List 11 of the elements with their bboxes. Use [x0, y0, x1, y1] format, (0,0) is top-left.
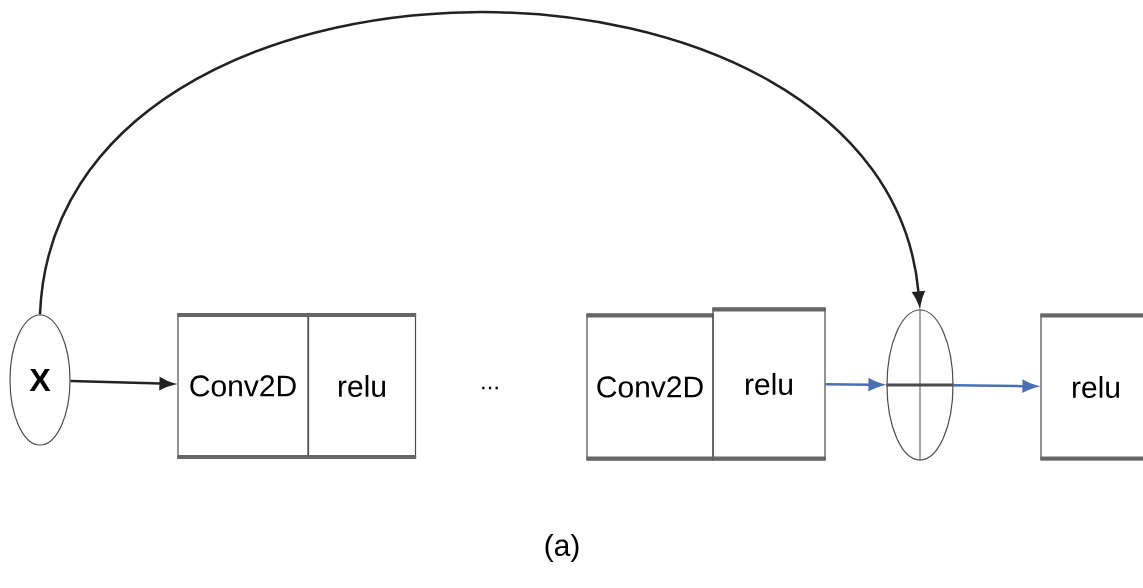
sum-symbol — [886, 308, 954, 462]
layer-box: relu — [1040, 313, 1143, 461]
layer-box: relu — [712, 307, 826, 461]
arrow — [70, 377, 174, 390]
layer-box: Conv2D — [177, 312, 309, 460]
layer-box: Conv2D — [586, 313, 714, 461]
arrow — [825, 378, 883, 391]
ellipsis-label: ... — [482, 386, 498, 390]
caption: (a) — [545, 534, 579, 562]
layer-box: relu — [307, 312, 417, 460]
skip-connection-arrow — [38, 11, 925, 315]
